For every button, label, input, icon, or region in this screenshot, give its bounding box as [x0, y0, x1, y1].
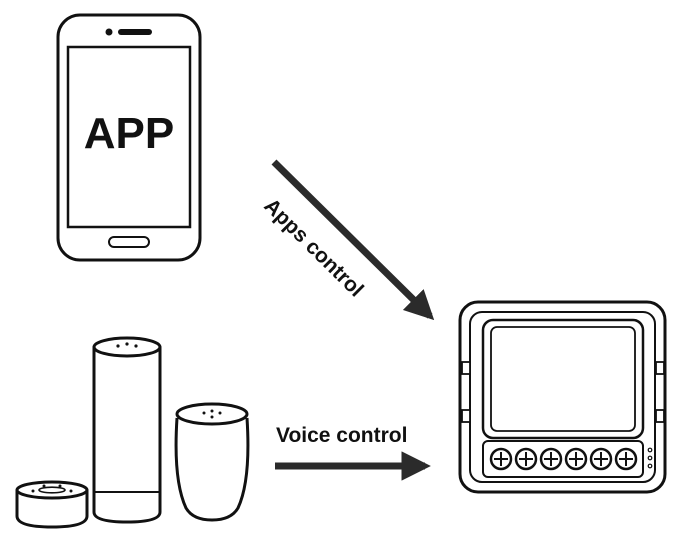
apps-control-label: Apps control: [259, 194, 367, 301]
terminal-screw-icon: [614, 447, 638, 471]
tall-cylinder-speaker-icon: [92, 336, 162, 524]
indicator-light: [647, 447, 653, 453]
terminal-screw-icon: [514, 447, 538, 471]
phone-camera-dot: [105, 28, 113, 36]
smart-switch-module-icon: [458, 300, 667, 494]
indicator-light: [647, 463, 653, 469]
voice-control-label: Voice control: [276, 424, 407, 447]
smart-speakers-group: [15, 336, 250, 529]
smartphone-icon: APP: [56, 13, 202, 262]
phone-app-label: APP: [84, 109, 174, 158]
voice-control-arrow: Voice control: [275, 424, 431, 481]
apps-control-arrow: Apps control: [259, 159, 435, 321]
phone-home-button: [108, 236, 150, 248]
terminal-screw-icon: [564, 447, 588, 471]
terminal-screw-icon: [589, 447, 613, 471]
terminal-screw-icon: [489, 447, 513, 471]
puck-speaker-icon: [15, 480, 89, 529]
indicator-light: [647, 455, 653, 461]
dome-speaker-icon: [174, 402, 250, 522]
terminal-screw-icon: [539, 447, 563, 471]
phone-speaker-slot: [118, 29, 152, 35]
terminal-screws: [489, 447, 638, 471]
